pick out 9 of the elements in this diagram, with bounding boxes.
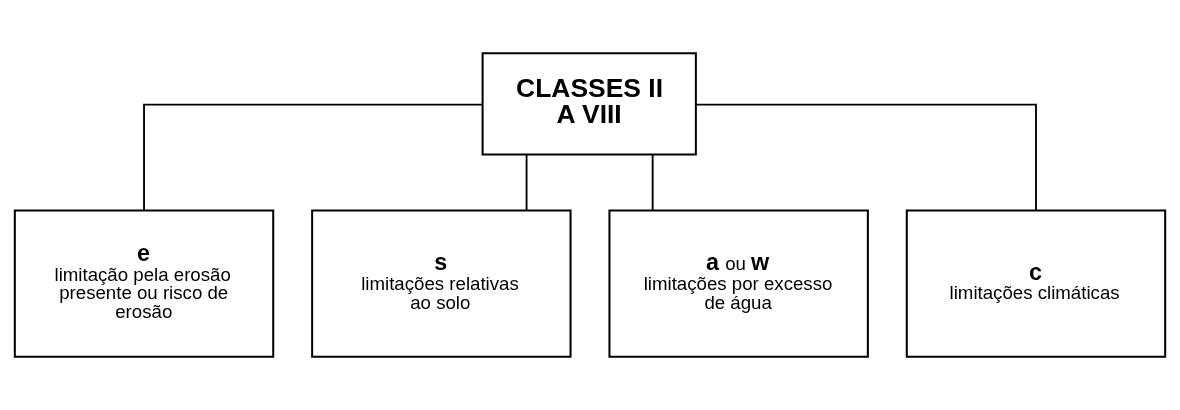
- connector: [695, 103, 1037, 212]
- node-box: c limitações climáticas: [905, 209, 1167, 358]
- connector: [143, 103, 484, 212]
- node-box: s limitações relativas ao solo: [311, 209, 572, 358]
- node-box: CLASSES II A VIII: [481, 52, 697, 156]
- connector: [651, 153, 654, 212]
- connector: [525, 153, 528, 212]
- node-box: a ou w limitações por excesso de água: [608, 209, 869, 358]
- node-box: e limitação pela erosão presente ou risco de erosão: [13, 209, 275, 358]
